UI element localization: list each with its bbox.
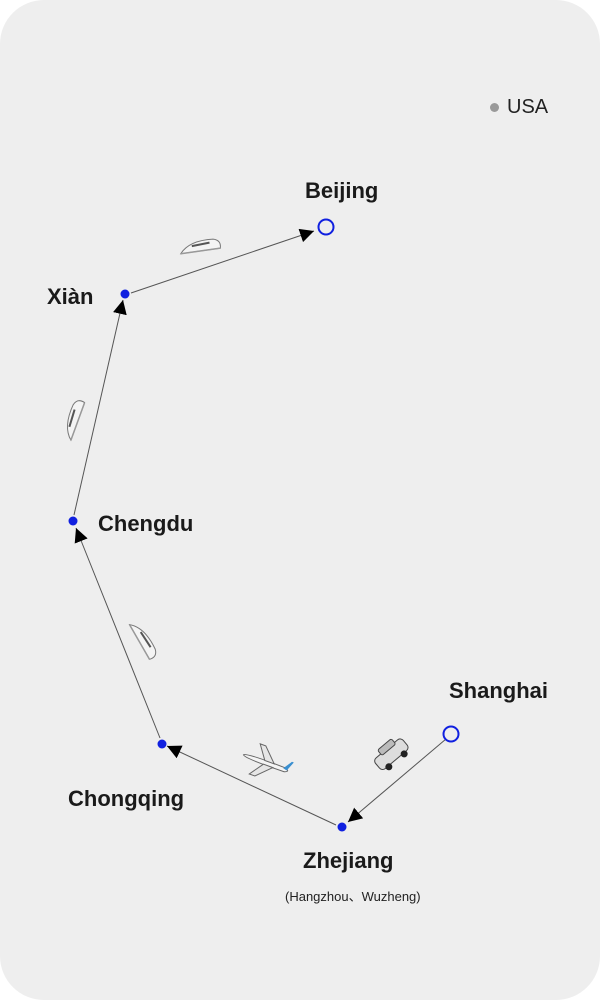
label-zhejiang: Zhejiang [303,848,394,873]
label-zhejiang-sub: (Hangzhou、Wuzheng) [285,889,421,904]
train-icon [178,236,222,255]
legend-dot-icon [490,103,499,112]
label-beijing: Beijing [305,178,379,203]
airplane-icon [242,743,294,777]
label-xian: Xiàn [47,284,94,309]
train-icon [128,618,160,661]
point-chongqing[interactable] [157,739,167,749]
point-chengdu[interactable] [68,516,78,526]
car-icon [374,738,409,771]
legend-label: USA [507,96,549,118]
point-xian[interactable] [120,289,130,299]
legend-usa: USA [490,96,548,119]
route-shanghai-zhejiang [347,738,447,823]
label-shanghai: Shanghai [449,678,549,703]
train-icon [60,397,86,442]
route-chengdu-xian [73,299,127,516]
point-zhejiang[interactable] [337,822,347,832]
point-shanghai[interactable] [442,725,460,743]
label-chengdu: Chengdu [98,511,194,536]
route-chongqing-chengdu [74,527,161,739]
point-beijing[interactable] [317,218,335,236]
label-chongqing: Chongqing [68,786,185,811]
route-zhejiang-chongqing [166,745,337,826]
route-xian-beijing [130,228,315,294]
